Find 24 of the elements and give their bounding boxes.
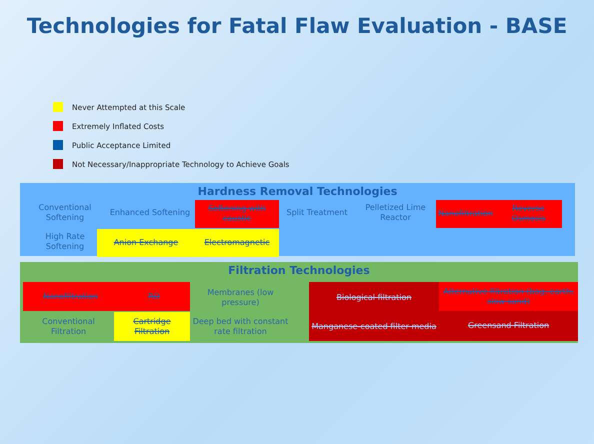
flagged-technology-cell: Electromagnetic	[195, 229, 279, 257]
flagged-technology-cell: Cartridge Filtration	[114, 312, 190, 341]
flagged-technology-cell: Greensand Filtration	[439, 311, 578, 341]
panel-heading: Hardness Removal Technologies	[196, 185, 398, 198]
flagged-technology-cell: Anion Exchange	[97, 229, 195, 257]
technology-label: Split Treatment	[279, 198, 355, 228]
flagged-technology-cell: Alternative filtration (bag, earth, slow sand)	[439, 282, 578, 311]
flagged-technology-cell: RO	[118, 282, 190, 311]
flagged-technology-cell: Manganese-coated filter media	[309, 313, 439, 341]
flagged-technology-cell: Softening with caustic	[195, 200, 279, 228]
category-panel	[20, 262, 578, 343]
flagged-technology-cell: Nanofiltration	[23, 282, 118, 311]
panel-heading: Filtration Technologies	[227, 264, 371, 277]
technology-label: Conventional Filtration	[23, 312, 114, 341]
category-panel	[20, 183, 575, 256]
flagged-technology-cell: Reverse Osmosis	[495, 200, 562, 228]
technology-label: Enhanced Softening	[105, 198, 195, 228]
technology-label: Membranes (low pressure)	[190, 283, 291, 312]
technology-label: Conventional Softening	[25, 198, 105, 228]
flagged-technology-cell: Biological filtration	[309, 282, 439, 313]
technology-label: Pelletized Lime Reactor	[355, 198, 436, 228]
technology-label: Deep bed with constant rate filtration	[190, 312, 291, 341]
slide-title: Technologies for Fatal Flaw Evaluation - BASE	[26, 14, 568, 38]
flagged-technology-cell: Nanofiltration	[436, 200, 495, 228]
